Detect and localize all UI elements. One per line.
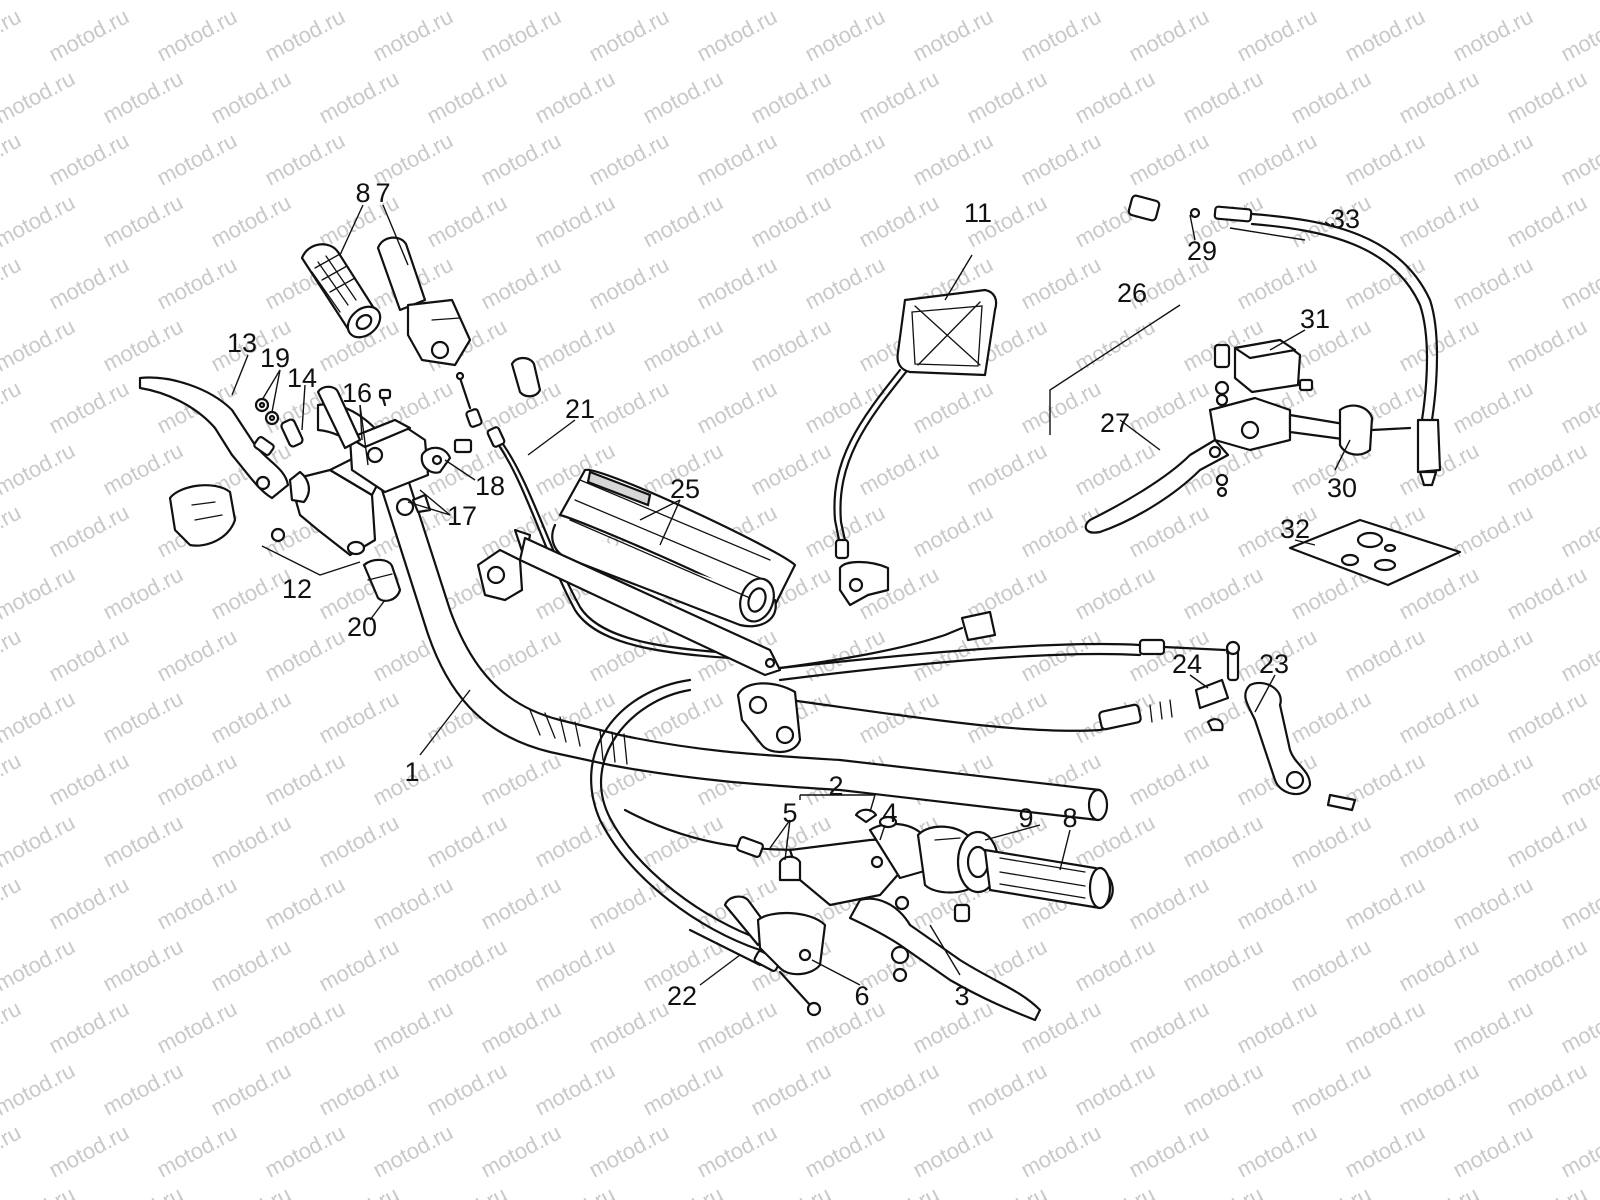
callout-1: 1: [404, 757, 419, 787]
callout-19: 19: [260, 343, 290, 373]
callout-9: 9: [1018, 803, 1033, 833]
callout-21: 21: [565, 394, 595, 424]
callout-29: 29: [1187, 236, 1217, 266]
brake-hose: [1127, 194, 1442, 487]
callout-labels: 1 2 3 4 5 6 7 8 8 9 11 12 13 14 16 17 18…: [227, 178, 1360, 1011]
callout-30: 30: [1327, 473, 1357, 503]
gasket-sheet: [1288, 518, 1462, 587]
callout-18: 18: [475, 471, 505, 501]
master-cylinder-clamp: [1338, 404, 1412, 456]
leader-lines: [231, 204, 1351, 986]
callout-22: 22: [667, 981, 697, 1011]
switch-cover: [168, 484, 237, 547]
callout-8-top: 8: [355, 178, 370, 208]
callout-13: 13: [227, 328, 257, 358]
long-cables: [778, 638, 1239, 732]
callout-14: 14: [287, 363, 317, 393]
rear-lever: [1206, 640, 1357, 812]
callout-3: 3: [954, 981, 969, 1011]
callout-23: 23: [1259, 649, 1289, 679]
throttle-cable: [455, 371, 764, 662]
handlebar-pad: [551, 468, 797, 628]
bar-clamp-upper: [476, 528, 532, 602]
callout-24: 24: [1172, 649, 1202, 679]
bar-clamp-lower: [736, 682, 802, 753]
pins-washers: [254, 397, 304, 448]
callout-4: 4: [882, 798, 897, 828]
right-lever-bracket: [788, 815, 930, 907]
front-brake-lever: [1084, 438, 1230, 534]
throttle-tube: [376, 236, 472, 367]
adjuster-screws: [736, 808, 971, 983]
callout-20: 20: [347, 612, 377, 642]
callout-12: 12: [282, 574, 312, 604]
left-master-cylinder: [316, 385, 430, 494]
pad-strap: [518, 536, 782, 677]
callout-16: 16: [342, 378, 372, 408]
callout-26: 26: [1117, 278, 1147, 308]
rubber-boot-top: [510, 356, 542, 398]
right-brake-lever: [848, 895, 1042, 1022]
callout-27: 27: [1100, 408, 1130, 438]
throttle-housing: [723, 895, 827, 976]
callout-11: 11: [964, 198, 992, 228]
rubber-boot-left: [362, 558, 402, 602]
front-brake-master-cylinder: [1208, 338, 1352, 452]
right-grip: [983, 848, 1114, 910]
callout-5: 5: [782, 798, 797, 828]
callout-32: 32: [1280, 514, 1310, 544]
left-lever-bracket: [270, 453, 387, 557]
callout-2: 2: [828, 771, 843, 801]
banjo-fitting: [420, 438, 473, 474]
callout-17: 17: [447, 501, 477, 531]
callout-7: 7: [375, 178, 390, 208]
mirror: [833, 288, 998, 607]
clutch-cable-end: [688, 928, 822, 1017]
callout-25: 25: [670, 474, 700, 504]
callout-8-bottom: 8: [1062, 803, 1077, 833]
left-clutch-lever: [138, 376, 290, 500]
callout-31: 31: [1300, 304, 1330, 334]
callout-33: 33: [1330, 204, 1360, 234]
left-grip: [300, 243, 382, 339]
handlebar-tube: [316, 403, 1109, 822]
callout-6: 6: [854, 981, 869, 1011]
